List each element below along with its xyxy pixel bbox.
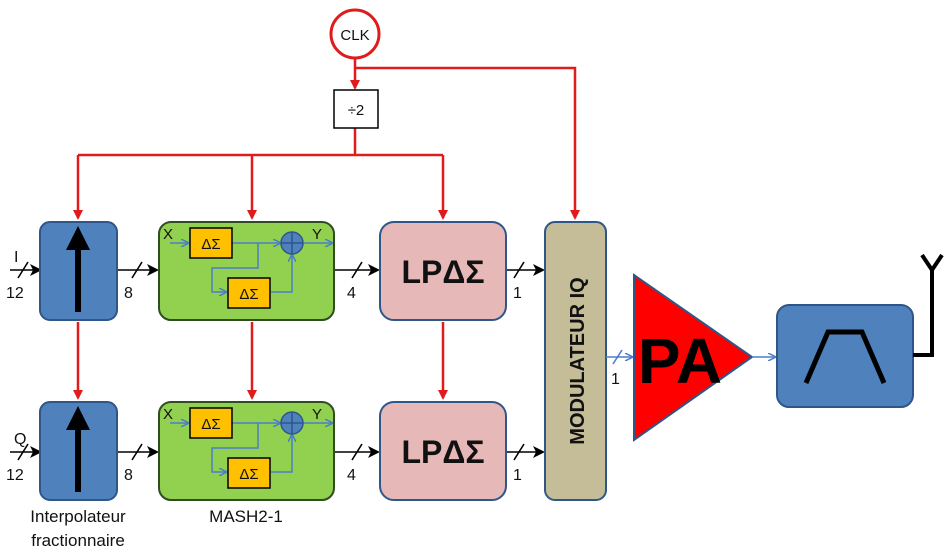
lpds-label: LPΔΣ bbox=[401, 434, 484, 470]
circled-plus-icon bbox=[280, 231, 304, 255]
bus-width-mod-out: 1 bbox=[611, 371, 620, 388]
mash-block-q: X Y ΔΣ ΔΣ bbox=[158, 401, 335, 501]
mash-y-label: Y bbox=[312, 406, 322, 423]
signal-buses bbox=[10, 261, 545, 461]
ds-label: ΔΣ bbox=[239, 286, 258, 303]
lpds-block-q: LPΔΣ bbox=[379, 401, 507, 501]
mod-to-pa-bus bbox=[606, 349, 632, 365]
bus-width-lpds-i: 1 bbox=[513, 285, 522, 302]
bus-labels: I Q 12 12 8 8 4 4 1 1 1 bbox=[6, 249, 620, 484]
clock-network bbox=[73, 58, 580, 400]
interpolator-q bbox=[39, 401, 118, 501]
bus-width-interp-q: 8 bbox=[124, 467, 133, 484]
mash-block-i: X Y ΔΣ ΔΣ bbox=[158, 221, 335, 321]
circled-plus-icon bbox=[280, 411, 304, 435]
lpds-block-i: LPΔΣ bbox=[379, 221, 507, 321]
bus-width-interp-i: 8 bbox=[124, 285, 133, 302]
pa-label: PA bbox=[638, 325, 722, 397]
bus-width-in-q: 12 bbox=[6, 467, 24, 484]
bus-width-lpds-q: 1 bbox=[513, 467, 522, 484]
clk-label: CLK bbox=[340, 27, 369, 44]
bandpass-filter bbox=[776, 304, 914, 408]
clock-divider: ÷2 bbox=[333, 89, 379, 129]
mash-y-label: Y bbox=[312, 226, 322, 243]
antenna-icon bbox=[913, 253, 944, 357]
clock-source: CLK bbox=[329, 8, 381, 60]
iq-modulator: MODULATEUR IQ bbox=[544, 221, 607, 501]
power-amplifier: PA bbox=[633, 273, 754, 442]
bus-width-in-i: 12 bbox=[6, 285, 24, 302]
mash-x-label: X bbox=[163, 406, 173, 423]
mash-caption: MASH2-1 bbox=[209, 507, 283, 526]
bandpass-filter-icon bbox=[803, 329, 887, 384]
divider-label: ÷2 bbox=[348, 102, 365, 119]
input-q-label: Q bbox=[14, 431, 26, 448]
interpolator-caption-line1: Interpolateur bbox=[30, 507, 126, 526]
up-arrow-icon bbox=[66, 226, 90, 312]
mash-x-label: X bbox=[163, 226, 173, 243]
ds-label: ΔΣ bbox=[201, 236, 220, 253]
interpolator-caption: Interpolateur fractionnaire bbox=[10, 505, 146, 553]
interpolator-i bbox=[39, 221, 118, 321]
input-i-label: I bbox=[14, 249, 18, 266]
modulator-label: MODULATEUR IQ bbox=[567, 277, 589, 444]
bus-width-mash-i: 4 bbox=[347, 285, 356, 302]
bus-width-mash-q: 4 bbox=[347, 467, 356, 484]
lpds-label: LPΔΣ bbox=[401, 254, 484, 290]
ds-label: ΔΣ bbox=[201, 416, 220, 433]
up-arrow-icon bbox=[66, 406, 90, 492]
ds-label: ΔΣ bbox=[239, 466, 258, 483]
interpolator-caption-line2: fractionnaire bbox=[31, 531, 125, 550]
